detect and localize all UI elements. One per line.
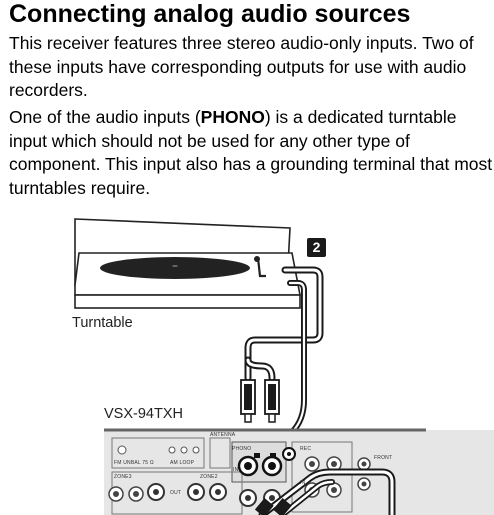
ground-terminal (282, 447, 296, 461)
turntable-spindle (172, 265, 178, 267)
tonearm-pivot (254, 256, 260, 262)
audio-cables (244, 266, 324, 435)
turntable-platter (100, 257, 250, 279)
phono-keyword: PHONO (200, 107, 265, 127)
panel-label-in-2: IN (300, 480, 306, 486)
receiver-model-label: VSX-94TXH (104, 406, 183, 422)
panel-label-rec: REC (300, 446, 312, 452)
panel-label-antenna: ANTENNA (210, 432, 236, 438)
panel-label-phono: PHONO (232, 446, 252, 452)
turntable-illustration (74, 218, 301, 309)
phono-paragraph-tail: ) is a dedicated turntable input which s… (9, 107, 493, 198)
rca-plug-left (240, 379, 256, 423)
panel-label-fm: FM UNBAL 75 Ω (114, 460, 154, 466)
panel-label-front: FRONT (374, 455, 393, 461)
phono-input-jacks (237, 453, 283, 477)
phono-paragraph-lead: One of the audio inputs ( (9, 107, 201, 127)
turntable-label: Turntable (72, 315, 133, 331)
panel-label-zone3: ZONE3 (114, 474, 132, 480)
phono-paragraph: One of the audio inputs (PHONO) is a ded… (9, 106, 494, 200)
other-cables (254, 468, 396, 515)
panel-label-in: IN (233, 467, 239, 473)
rca-plug-right (264, 379, 280, 423)
zone-jacks (108, 483, 227, 502)
step-number-badge: 2 (307, 238, 326, 257)
turntable-tonearm (256, 257, 266, 278)
turntable-base-front (74, 294, 301, 309)
section-heading: Connecting analog audio sources (9, 0, 411, 28)
panel-label-am: AM LOOP (170, 460, 195, 466)
panel-label-out: OUT (170, 490, 182, 496)
intro-paragraph: This receiver features three stereo audi… (9, 33, 474, 100)
panel-label-zone2: ZONE2 (200, 474, 218, 480)
